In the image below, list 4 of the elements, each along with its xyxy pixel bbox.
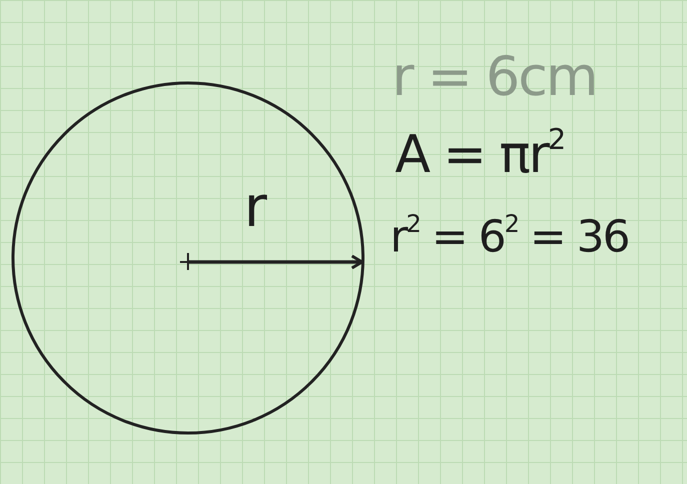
radius-label: r bbox=[244, 180, 266, 236]
calculation-text: r$^{2}$ = 6$^{2}$ = 36 bbox=[390, 212, 629, 260]
area-formula-text: A = πr$^{2}$ bbox=[395, 125, 564, 181]
given-value-text: r = 6cm bbox=[392, 50, 596, 104]
